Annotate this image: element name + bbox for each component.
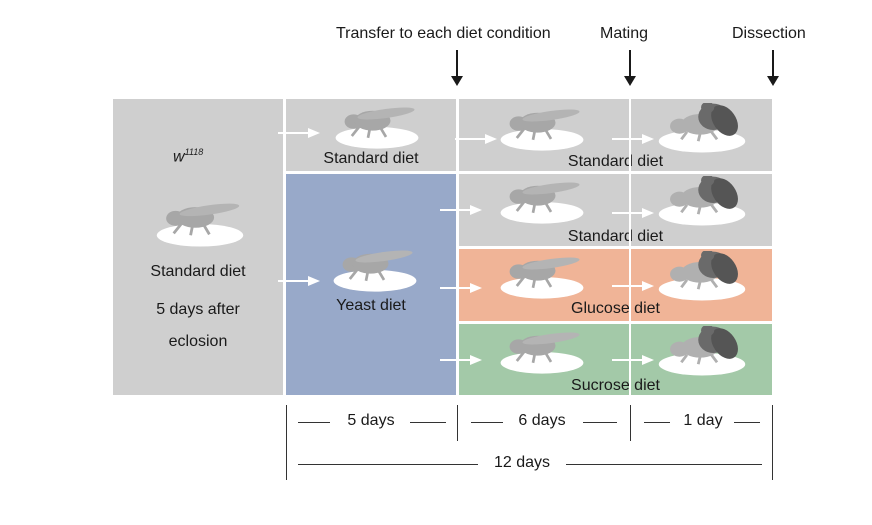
duration-5-days: 5 days	[347, 412, 395, 429]
timeline-line	[644, 422, 670, 423]
white-arrow-icon	[440, 282, 483, 294]
mating-flies-icon	[657, 176, 747, 227]
white-arrow-icon	[612, 280, 655, 292]
stage1-yeast-label: Yeast diet	[336, 297, 406, 314]
timeline-line	[471, 422, 503, 423]
dissection-down-arrow-icon	[766, 50, 780, 86]
stage1-yeast-panel: Yeast diet	[286, 174, 456, 395]
mating-flies-icon	[657, 103, 747, 154]
stage2-row4-label: Sucrose diet	[571, 377, 660, 394]
white-arrow-icon	[612, 354, 655, 366]
duration-6-days: 6 days	[518, 412, 566, 429]
stage2-row1-label: Standard diet	[567, 153, 664, 170]
timeline-line	[298, 464, 478, 465]
mating-flies-icon	[657, 251, 747, 302]
fly-on-food-icon	[334, 103, 420, 150]
timeline-line	[298, 422, 330, 423]
fly-on-food-icon	[155, 199, 245, 248]
fly-on-food-icon	[499, 253, 585, 300]
duration-1-day: 1 day	[683, 412, 723, 429]
stage2-row3-label: Glucose diet	[571, 300, 660, 317]
fly-on-food-icon	[499, 105, 585, 152]
mating-down-arrow-icon	[623, 50, 637, 86]
transfer-down-arrow-icon	[450, 50, 464, 86]
timeline-line	[410, 422, 446, 423]
mating-divider	[629, 99, 631, 395]
fly-on-food-icon	[499, 178, 585, 225]
timeline-tick	[630, 405, 631, 441]
timeline-line	[583, 422, 617, 423]
age-label-line2: eclosion	[168, 333, 228, 350]
timeline-tick	[286, 405, 287, 480]
white-arrow-icon	[278, 275, 321, 287]
stage2-row2-label: Standard diet	[567, 228, 664, 245]
timeline-line	[734, 422, 760, 423]
initial-diet-label: Standard diet	[150, 263, 246, 280]
timeline-tick	[772, 405, 773, 480]
mating-label: Mating	[600, 25, 649, 42]
stage2-row2-panel: Standard diet	[459, 174, 772, 246]
fly-on-food-icon	[499, 328, 585, 375]
mating-flies-icon	[657, 326, 747, 377]
stage1-standard-label: Standard diet	[323, 150, 419, 167]
white-arrow-icon	[612, 207, 655, 219]
timeline-line	[566, 464, 762, 465]
dissection-label: Dissection	[732, 25, 806, 42]
duration-12-days: 12 days	[493, 454, 551, 471]
timeline-tick	[457, 405, 458, 441]
white-arrow-icon	[440, 204, 483, 216]
white-arrow-icon	[612, 133, 655, 145]
white-arrow-icon	[440, 354, 483, 366]
genotype-label: w1118	[173, 147, 204, 166]
fly-on-food-icon	[332, 246, 418, 293]
white-arrow-icon	[278, 127, 321, 139]
white-arrow-icon	[455, 133, 498, 145]
age-label-line1: 5 days after	[156, 301, 240, 318]
initial-condition-panel: w1118 Standard diet 5 days after eclosio…	[113, 99, 283, 395]
transfer-label: Transfer to each diet condition	[336, 25, 551, 42]
stage2-row1-panel: Standard diet	[459, 99, 772, 171]
